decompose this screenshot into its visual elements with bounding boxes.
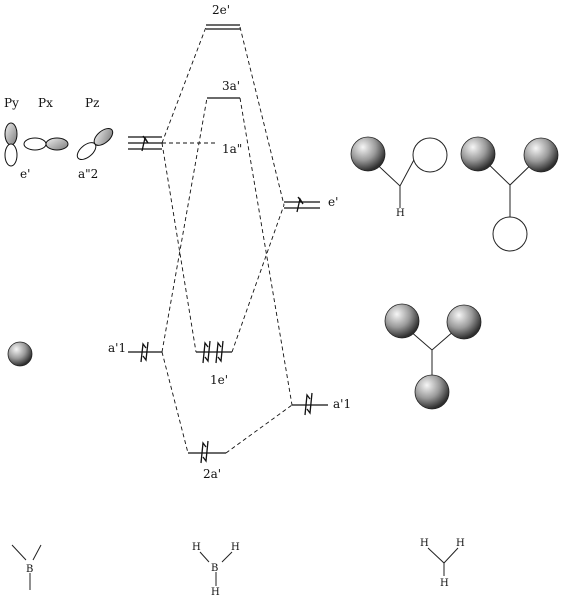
electron-up-arrow-icon [140, 342, 147, 363]
a2-double-prime-label: a"2 [78, 167, 98, 181]
h3-structure: H H H [420, 538, 465, 589]
ligand-combination-2 [460, 136, 559, 252]
correlation-lines [161, 26, 293, 454]
electron-down-arrow-icon [306, 392, 313, 415]
px-orbital-icon [23, 137, 69, 151]
pz-orbital-icon [76, 127, 114, 161]
e-prime-label-left: e' [20, 167, 30, 181]
h-atom-label: H [211, 587, 220, 598]
h-atom-label: H [420, 538, 429, 549]
electron-down-arrow-icon [142, 341, 149, 362]
boron-s-level [128, 341, 162, 363]
boron-fragment-structure: B [11, 544, 42, 590]
ligand-combination-3 [384, 303, 482, 410]
pz-label: Pz [85, 96, 99, 110]
py-orbital-icon [4, 122, 18, 167]
electron-arrow-icon [141, 135, 149, 152]
mo-3a-prime-label: 3a' [222, 79, 240, 93]
electron-up-arrow-icon [200, 441, 207, 464]
px-label: Px [38, 96, 53, 110]
electron-down-arrow-icon [202, 440, 209, 463]
ligand-e-prime-level [284, 196, 320, 213]
mo-2e-prime-label: 2e' [212, 3, 230, 17]
ligand-e-prime-label: e' [328, 195, 338, 209]
boron-s-orbital-icon [7, 341, 33, 367]
electron-down-arrow-icon [204, 340, 211, 363]
electron-up-arrow-icon [304, 393, 311, 416]
mo-2a-prime-label: 2a' [203, 467, 221, 481]
ligand-a1-label: a'1 [333, 397, 351, 411]
a1-label-left: a'1 [108, 341, 126, 355]
electron-up-arrow-icon [202, 341, 209, 364]
electron-arrow-icon [296, 196, 304, 213]
ligand-a1-level [292, 392, 328, 416]
h-atom-label: H [440, 578, 449, 589]
ligand-combination-1: H [350, 136, 448, 219]
h-atom-label: H [396, 208, 405, 219]
b-atom-label: B [211, 563, 218, 574]
mo-1e-prime-label: 1e' [210, 373, 228, 387]
b-atom-label: B [26, 564, 33, 575]
electron-up-arrow-icon [215, 341, 222, 364]
h-atom-label: H [192, 542, 201, 553]
bh3-structure: H H B H [192, 542, 240, 598]
mo-2e-prime-level [206, 24, 240, 30]
mo-1a-double-prime-label: 1a" [222, 142, 242, 156]
mo-1e-prime-level [196, 340, 232, 364]
electron-down-arrow-icon [217, 340, 224, 363]
h-atom-label: H [456, 538, 465, 549]
boron-p-levels [128, 135, 162, 152]
mo-2a-prime-level [188, 440, 226, 464]
h-atom-label: H [231, 542, 240, 553]
py-label: Py [4, 96, 19, 110]
